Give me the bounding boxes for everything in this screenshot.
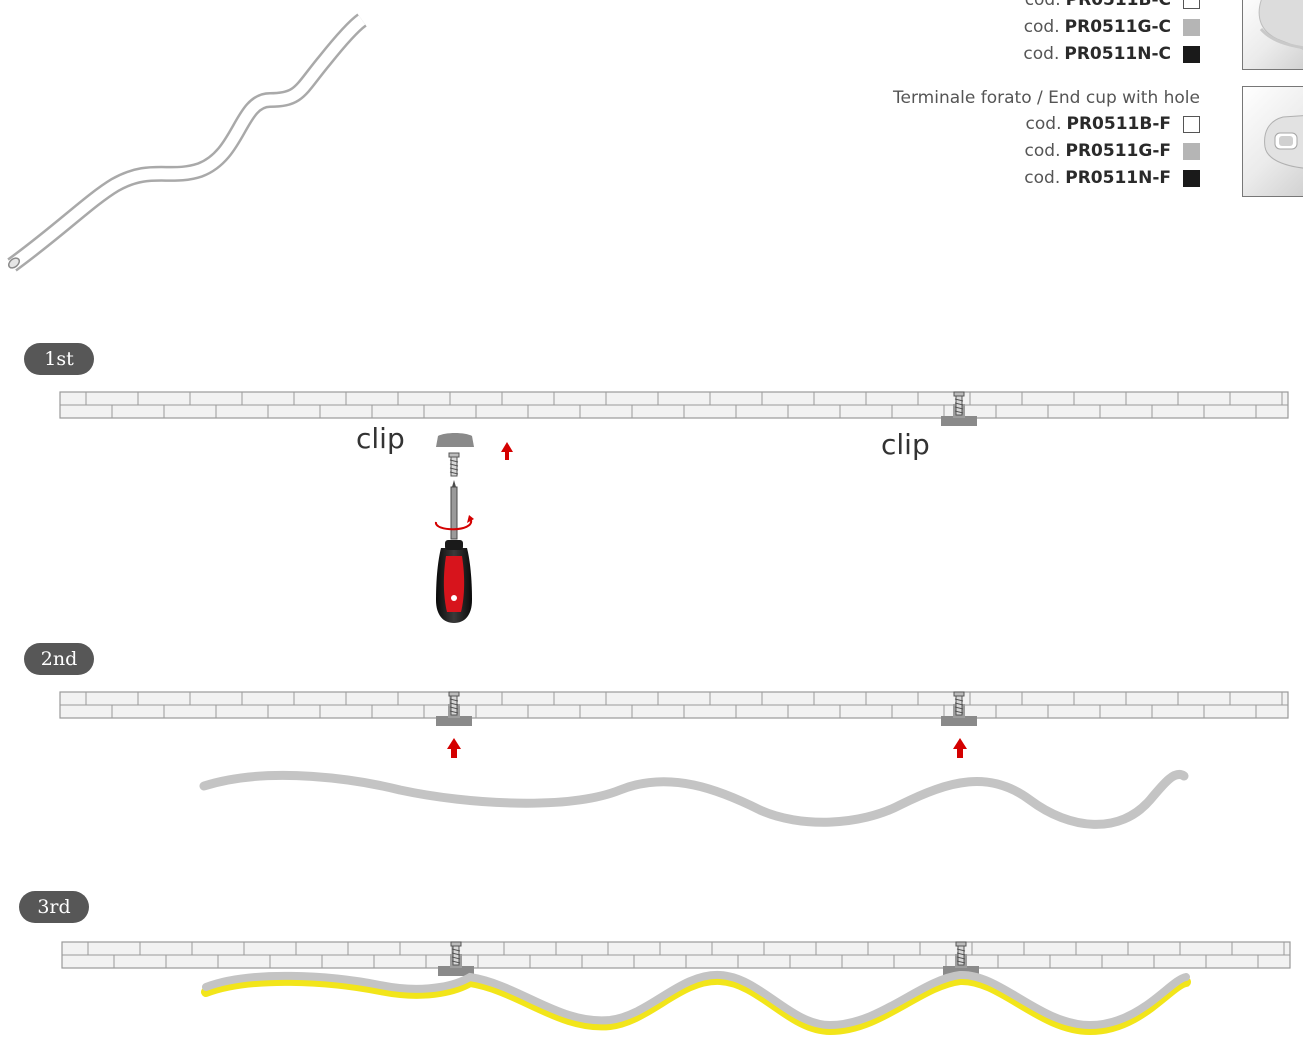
flexible-profile-illustration [7, 13, 367, 272]
end-cup-hole-product-image [1242, 86, 1303, 197]
end-cap-code-list: cod. PR0511B-C cod. PR0511G-C cod. PR051… [1023, 0, 1200, 68]
white-color-swatch [1183, 0, 1200, 9]
brick-wall-step-3 [61, 941, 1291, 969]
up-arrow-icon [953, 738, 967, 758]
code-prefix: cod. [1024, 0, 1061, 10]
product-code: PR0511G-C [1064, 17, 1171, 37]
rotation-arrow-icon [435, 515, 474, 531]
code-row: cod. PR0511G-F [893, 138, 1200, 165]
up-arrow-icon [501, 442, 513, 460]
code-row: cod. PR0511G-C [1023, 14, 1200, 41]
end-cup-hole-title: Terminale forato / End cup with hole [893, 88, 1200, 108]
product-code: PR0511G-F [1065, 141, 1172, 161]
led-strip [201, 974, 1191, 1036]
code-row: cod. PR0511B-F [893, 111, 1200, 138]
screwdriver-icon [436, 480, 472, 623]
clip-label-left: clip [356, 422, 405, 455]
product-code: PR0511N-F [1065, 168, 1171, 188]
step-1-badge: 1st [24, 343, 94, 375]
loose-clip [436, 433, 474, 447]
code-row: cod. PR0511B-C [1023, 0, 1200, 14]
product-code: PR0511B-C [1065, 0, 1171, 10]
code-prefix: cod. [1024, 168, 1061, 188]
up-arrow-icon [447, 738, 461, 758]
grey-color-swatch [1183, 143, 1200, 160]
brick-wall-step-1 [59, 391, 1289, 419]
clip-label-right: clip [881, 428, 930, 461]
grey-color-swatch [1183, 19, 1200, 36]
loose-screw [448, 452, 460, 477]
code-prefix: cod. [1023, 17, 1060, 37]
product-code: PR0511N-C [1064, 44, 1171, 64]
black-color-swatch [1183, 46, 1200, 63]
step-2-badge: 2nd [24, 643, 94, 675]
code-prefix: cod. [1025, 114, 1062, 134]
end-cup-hole-code-list: Terminale forato / End cup with hole cod… [893, 85, 1200, 192]
brick-wall-step-2 [59, 691, 1289, 719]
wavy-profile [199, 770, 1189, 829]
black-color-swatch [1183, 170, 1200, 187]
end-cap-icon [1258, 0, 1303, 50]
code-row: cod. PR0511N-F [893, 165, 1200, 192]
end-cup-hole-icon [1264, 115, 1303, 169]
code-prefix: cod. [1024, 141, 1061, 161]
white-color-swatch [1183, 116, 1200, 133]
end-cap-product-image [1242, 0, 1303, 70]
step-3-badge: 3rd [19, 891, 89, 923]
product-code: PR0511B-F [1066, 114, 1172, 134]
code-prefix: cod. [1023, 44, 1060, 64]
code-row: cod. PR0511N-C [1023, 41, 1200, 68]
profile-with-strip [202, 970, 1190, 1030]
